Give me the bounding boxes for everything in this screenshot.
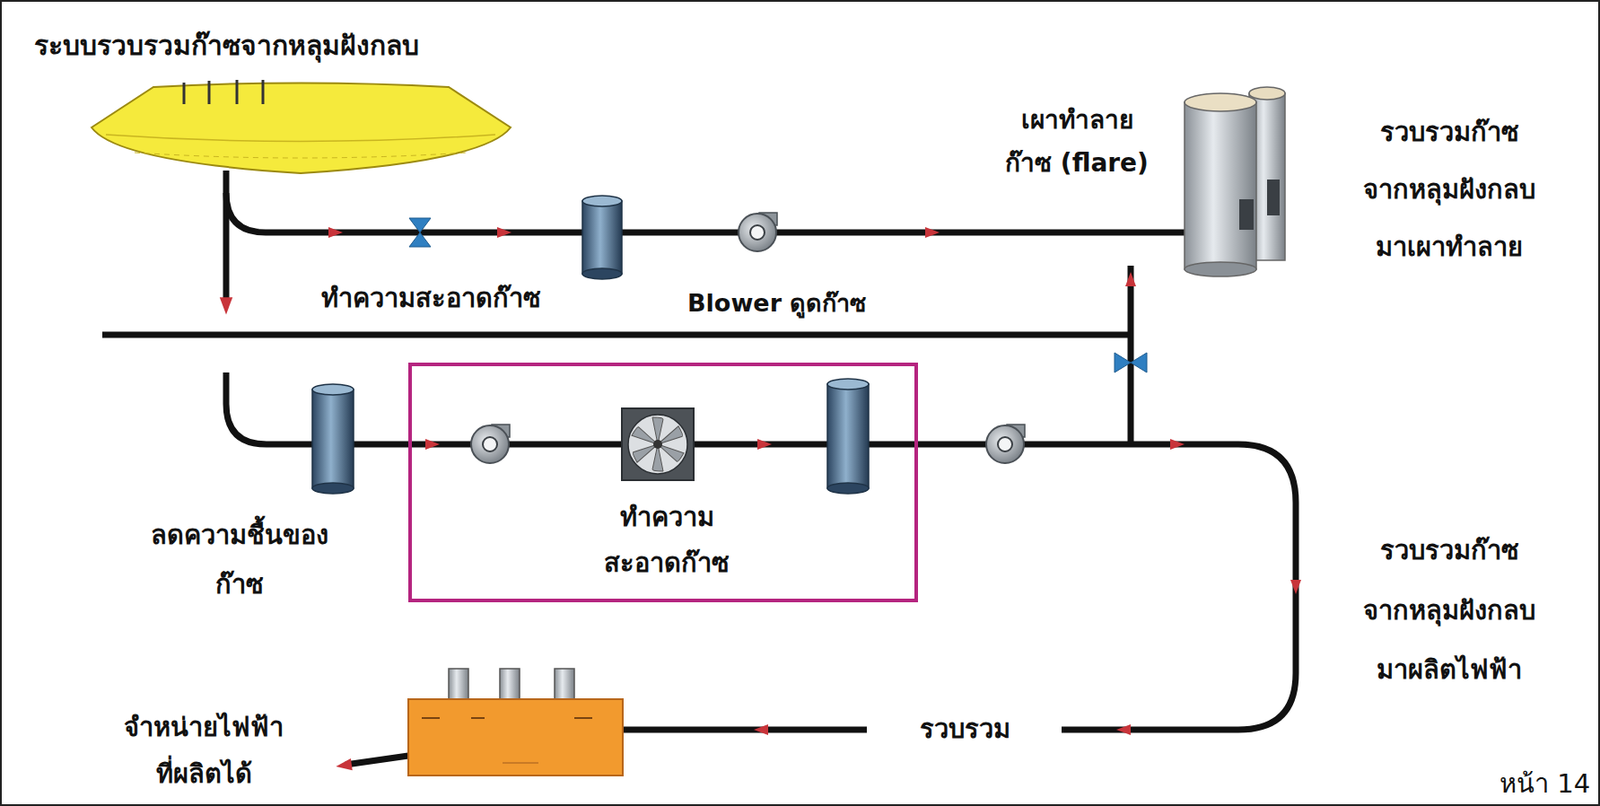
section-note: รวบรวมก๊าซ จากหลุมฝังกลบ มาเผาทำลาย (1359, 104, 1539, 276)
flow-arrow (219, 227, 1302, 773)
pipe-label: รวบรวม (919, 709, 1011, 750)
diagram-title: ระบบรวบรวมก๊าซจากหลุมฝังกลบ (34, 25, 420, 66)
page-number: หน้า 14 (1499, 765, 1591, 803)
gas-pipe (102, 170, 1296, 765)
component-label: เผาทำลาย ก๊าซ (flare) (1001, 98, 1153, 184)
component-label: ลดความชื้นของ ก๊าซ (147, 510, 333, 610)
landfill (91, 79, 511, 174)
component-label: ทำความสะอาดก๊าซ (321, 279, 542, 319)
cooling-fan (621, 408, 694, 481)
process-group-box: ทำความ สะอาดก๊าซ (408, 362, 919, 603)
section-note: รวบรวมก๊าซ จากหลุมฝังกลบ มาผลิตไฟฟ้า (1359, 520, 1539, 700)
output-label: จำหน่ายไฟฟ้า ที่ผลิตได้ (120, 703, 288, 797)
group-label: ทำความ สะอาดก๊าซ (600, 494, 734, 586)
gas-engine-generator (408, 668, 623, 776)
flare-stack (1184, 87, 1286, 277)
blower (471, 212, 1025, 464)
scrubber-cylinder (312, 195, 869, 494)
component-label: Blower ดูดก๊าซ (687, 285, 866, 323)
